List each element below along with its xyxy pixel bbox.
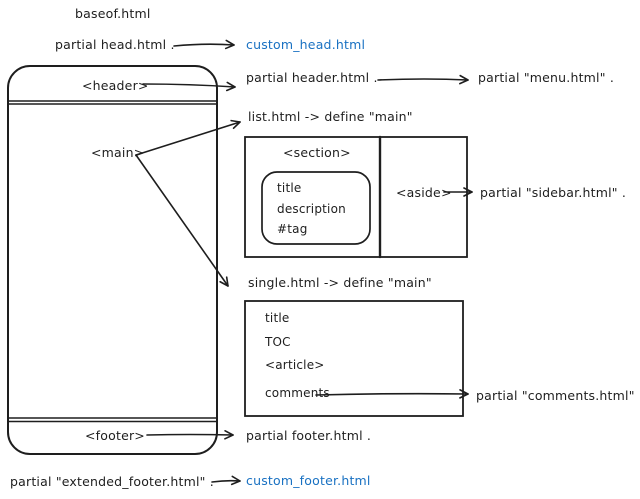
partial-head-label: partial head.html . (55, 37, 175, 52)
header-tag-label: <header> (82, 78, 149, 93)
single-template-box (244, 300, 464, 417)
arrow-partial-menu (377, 74, 469, 85)
arrow-main-list (135, 119, 241, 156)
partial-extended-footer-label: partial "extended_footer.html" . (10, 474, 214, 489)
arrow-header-partial (142, 81, 236, 92)
card-item-tag: #tag (277, 222, 308, 236)
section-tag-label: <section> (283, 145, 351, 160)
arrow-main-single (135, 154, 229, 287)
card-item-description: description (277, 202, 346, 216)
card-item-title: title (277, 181, 302, 195)
arrows (135, 39, 473, 486)
aside-tag-label: <aside> (396, 185, 452, 200)
partial-sidebar-label: partial "sidebar.html" . (480, 185, 627, 200)
baseof-label: baseof.html (75, 6, 151, 21)
single-item-article: <article> (265, 358, 325, 372)
custom-footer-label: custom_footer.html (246, 473, 371, 488)
footer-tag-label: <footer> (85, 428, 145, 443)
single-item-comments: comments (265, 386, 330, 400)
page-outline (7, 65, 218, 455)
arrow-head-partial (173, 39, 235, 50)
main-tag-label: <main> (91, 145, 145, 160)
list-template-box (244, 135, 468, 259)
single-template-label: single.html -> define "main" (248, 275, 432, 290)
custom-head-label: custom_head.html (246, 37, 366, 52)
arrow-footer-partial (146, 430, 234, 440)
partial-footer-label: partial footer.html . (246, 428, 372, 443)
partial-comments-label: partial "comments.html" . (476, 388, 640, 403)
partial-header-label: partial header.html . (246, 70, 378, 85)
single-item-toc: TOC (265, 335, 291, 349)
list-template-label: list.html -> define "main" (248, 109, 413, 124)
arrow-comments-partial (315, 389, 469, 399)
partial-menu-label: partial "menu.html" . (478, 70, 615, 85)
single-item-title: title (265, 311, 290, 325)
arrow-extended-custom (211, 475, 241, 486)
